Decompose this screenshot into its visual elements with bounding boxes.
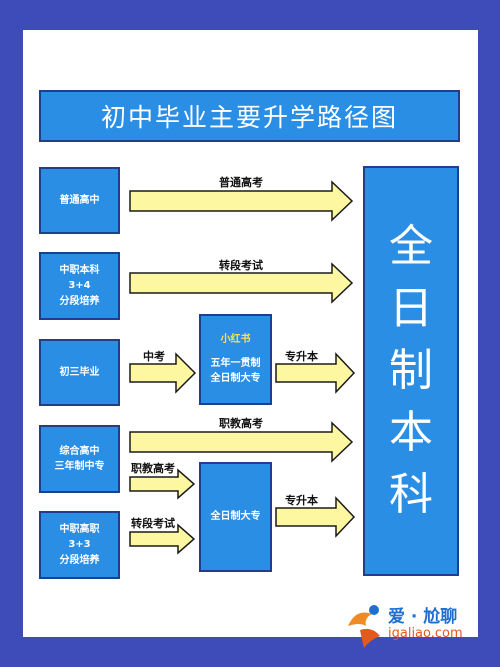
arrow-vocational-exam-short [129, 468, 196, 500]
label-zhongkao: 中考 [143, 350, 165, 363]
arrow-regular-exam [129, 180, 354, 222]
label-transfer-exam: 转段考试 [219, 259, 263, 272]
target-char: 制 [389, 345, 433, 396]
watermark-domain: igaliao.com [388, 626, 463, 641]
source-line: 分段培养 [59, 554, 100, 566]
target-char: 本 [389, 407, 433, 458]
middle-line: 全日制大专 [210, 373, 261, 385]
middle-line: 全日制大专 [210, 511, 261, 523]
watermark-logo-icon [348, 605, 380, 648]
diagram-title: 初中毕业主要升学路径图 [39, 90, 460, 142]
source-line: 综合高中 [59, 445, 100, 457]
arrow-upgrade-2 [275, 496, 356, 538]
source-line: 三年制中专 [54, 461, 105, 472]
source-line: 普通高中 [59, 194, 100, 206]
label-transfer-exam-short: 转段考试 [131, 517, 175, 530]
target-char: 科 [389, 469, 433, 520]
source-line: 3+3 [68, 539, 91, 551]
source-line: 中职高职 [59, 523, 100, 535]
arrow-vocational-exam-long [129, 421, 354, 463]
label-vocational-exam-long: 职教高考 [219, 417, 263, 430]
label-regular-exam: 普通高考 [219, 176, 263, 189]
arrow-transfer-exam-short [129, 523, 196, 555]
source-line: 初三毕业 [59, 366, 100, 378]
middle-line: 五年一贯制 [210, 357, 261, 369]
source-box-vocational-college: 中职高职 3+3 分段培养 [39, 511, 120, 579]
watermark-brand: 爱 · 尬聊 [388, 607, 458, 627]
source-line: 分段培养 [59, 295, 100, 307]
middle-highlight: 小红书 [220, 334, 251, 346]
source-box-comprehensive-high-school: 综合高中 三年制中专 [39, 425, 120, 493]
source-line: 3+4 [68, 280, 91, 292]
source-box-junior-graduation: 初三毕业 [39, 339, 120, 406]
arrow-zhongkao [129, 352, 197, 394]
target-char: 全 [389, 221, 433, 272]
source-box-vocational-undergrad: 中职本科 3+4 分段培养 [39, 252, 120, 320]
label-vocational-exam-short: 职教高考 [131, 462, 175, 475]
arrow-upgrade-1 [275, 352, 356, 394]
middle-box-five-year-college: 小红书 五年一贯制 全日制大专 [199, 314, 272, 405]
label-upgrade-2: 专升本 [285, 494, 318, 507]
source-line: 中职本科 [59, 264, 100, 276]
target-char: 日 [389, 283, 433, 334]
target-box-full-time-undergrad: 全 日 制 本 科 [363, 166, 459, 576]
middle-box-full-time-college: 全日制大专 [199, 462, 272, 572]
label-upgrade-1: 专升本 [285, 350, 318, 363]
source-box-general-high-school: 普通高中 [39, 167, 120, 234]
arrow-transfer-exam [129, 262, 354, 304]
